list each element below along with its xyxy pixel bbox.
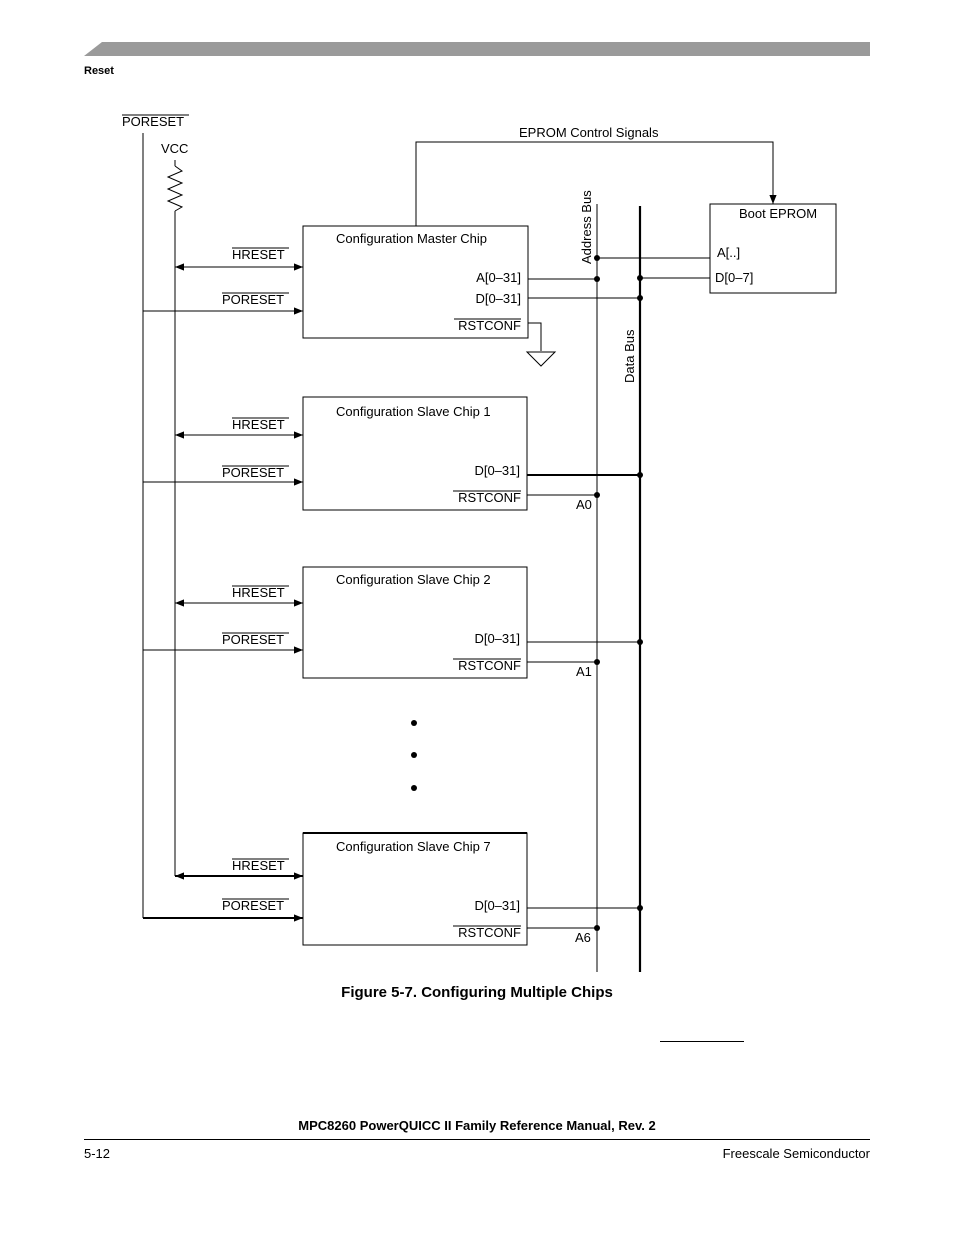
ellipsis-dots [411, 720, 417, 791]
slave-1-hreset-label: HRESET [232, 417, 285, 432]
slave-2-rstconf-pin: RSTCONF [458, 658, 521, 673]
slave-chip-7-title: Configuration Slave Chip 7 [336, 839, 491, 854]
master-poreset-label: PORESET [222, 292, 284, 307]
slave-7-poreset-label: PORESET [222, 898, 284, 913]
pullup-resistor-icon [166, 160, 184, 218]
master-chip-box [302, 225, 529, 339]
slave-1-poreset-label: PORESET [222, 465, 284, 480]
slave-chip-2-title: Configuration Slave Chip 2 [336, 572, 491, 587]
master-chip-title: Configuration Master Chip [336, 231, 487, 246]
section-label: Reset [84, 65, 114, 77]
poreset-source-label: PORESET [122, 114, 184, 129]
master-data-pin: D[0–31] [475, 291, 521, 306]
slave-2-addr-tap: A1 [576, 664, 592, 679]
boot-eprom-box [709, 203, 837, 294]
slave-7-rstconf-pin: RSTCONF [458, 925, 521, 940]
divider-rule [660, 1041, 744, 1042]
footer-page-number: 5-12 [84, 1146, 111, 1161]
slave-1-addr-tap: A0 [576, 497, 592, 512]
slave-2-data-pin: D[0–31] [474, 631, 520, 646]
footer-manual-title: MPC8260 PowerQUICC II Family Reference M… [298, 1118, 656, 1133]
eprom-control-label: EPROM Control Signals [519, 125, 659, 140]
master-rstconf-pin: RSTCONF [458, 318, 521, 333]
figure-caption: Figure 5-7. Configuring Multiple Chips [341, 984, 613, 1001]
slave-1-rstconf-pin: RSTCONF [458, 490, 521, 505]
slave-chip-1-box [302, 396, 528, 511]
master-addr-pin: A[0–31] [476, 270, 521, 285]
address-bus-label: Address Bus [579, 190, 594, 264]
slave-chip-1-title: Configuration Slave Chip 1 [336, 404, 491, 419]
slave-chip-2-box [302, 566, 528, 679]
master-hreset-label: HRESET [232, 247, 285, 262]
eprom-control-line [415, 141, 777, 226]
vcc-label: VCC [161, 141, 188, 156]
boot-eprom-title: Boot EPROM [739, 206, 817, 221]
slave-7-data-pin: D[0–31] [474, 898, 520, 913]
footer-publisher: Freescale Semiconductor [722, 1146, 870, 1161]
slave-2-hreset-label: HRESET [232, 585, 285, 600]
data-bus-label: Data Bus [622, 329, 637, 383]
boot-eprom-addr-pin: A[..] [717, 245, 740, 260]
ground-icon [525, 351, 557, 367]
slave-2-poreset-label: PORESET [222, 632, 284, 647]
header-bar [84, 42, 870, 56]
boot-eprom-data-pin: D[0–7] [715, 270, 753, 285]
footer-rule [84, 1139, 870, 1140]
configuration-diagram: PORESET VCC EPROM Control Signals Addres… [122, 114, 837, 972]
slave-7-hreset-label: HRESET [232, 858, 285, 873]
slave-7-addr-tap: A6 [575, 930, 591, 945]
slave-1-data-pin: D[0–31] [474, 463, 520, 478]
